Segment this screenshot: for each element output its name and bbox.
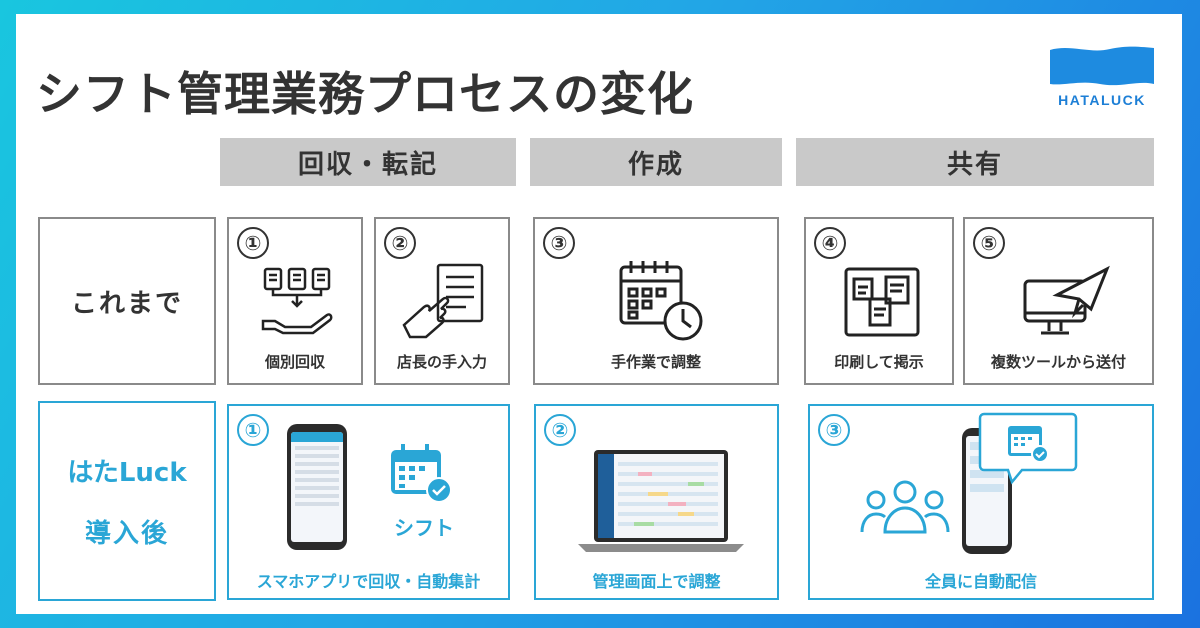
step-caption: 複数ツールから送付 — [990, 353, 1126, 371]
main-card: シフト管理業務プロセスの変化 HATALUCK 回収・転記 作成 共有 これまで… — [16, 14, 1182, 614]
calendar-clock-icon — [619, 261, 703, 341]
monitor-paper-plane-icon — [1023, 265, 1110, 335]
step-caption: スマホアプリで回収・自動集計 — [256, 572, 481, 591]
row-label-before: これまで — [38, 217, 216, 385]
after-intro-text: 導入後 — [84, 519, 169, 549]
category-create: 作成 — [530, 138, 782, 186]
notification-bubble-icon — [978, 412, 1078, 485]
category-collect: 回収・転記 — [220, 138, 516, 186]
page-title: シフト管理業務プロセスの変化 — [36, 67, 694, 121]
step-caption: 全員に自動配信 — [924, 572, 1037, 591]
brand-name: はたLuck — [67, 458, 187, 488]
smartphone-image — [287, 424, 347, 550]
logo-text: HATALUCK — [1058, 92, 1146, 108]
step-number: ③ — [818, 414, 850, 446]
step-number: ② — [384, 227, 416, 259]
step-number: ② — [544, 414, 576, 446]
hand-writing-icon — [402, 263, 484, 339]
hataluck-logo: HATALUCK — [1050, 44, 1154, 110]
row-before-text: これまで — [70, 288, 183, 319]
after-step-3: ③ 全員に自動配信 — [808, 404, 1154, 600]
step-number: ④ — [814, 227, 846, 259]
step-caption: 店長の手入力 — [396, 353, 487, 371]
before-step-3: ③ 手作業で調整 — [533, 217, 779, 385]
shift-label: シフト — [394, 516, 454, 540]
step-caption: 管理画面上で調整 — [592, 572, 721, 591]
bulletin-board-icon — [844, 267, 920, 337]
wave-logo-icon — [1050, 46, 1154, 86]
calendar-check-icon — [391, 444, 452, 503]
step-number: ⑤ — [973, 227, 1005, 259]
row-label-after: はたLuck 導入後 — [38, 401, 216, 601]
step-caption: 手作業で調整 — [610, 353, 701, 371]
step-number: ③ — [543, 227, 575, 259]
step-caption: 個別回収 — [264, 353, 325, 371]
after-step-1: ① シフト スマホアプリで回収・自動集計 — [227, 404, 510, 600]
step-caption: 印刷して掲示 — [834, 353, 924, 371]
before-step-2: ② 店長の手入力 — [374, 217, 510, 385]
category-share: 共有 — [796, 138, 1154, 186]
laptop-icon — [578, 450, 744, 552]
people-icon — [860, 480, 950, 534]
after-step-2: ② 管理画面上で調整 — [534, 404, 779, 600]
before-step-4: ④ 印刷して掲示 — [804, 217, 954, 385]
before-step-1: ① 個別回収 — [227, 217, 363, 385]
hand-documents-icon — [261, 267, 333, 335]
before-step-5: ⑤ 複数ツールから送付 — [963, 217, 1154, 385]
step-number: ① — [237, 414, 269, 446]
step-number: ① — [237, 227, 269, 259]
